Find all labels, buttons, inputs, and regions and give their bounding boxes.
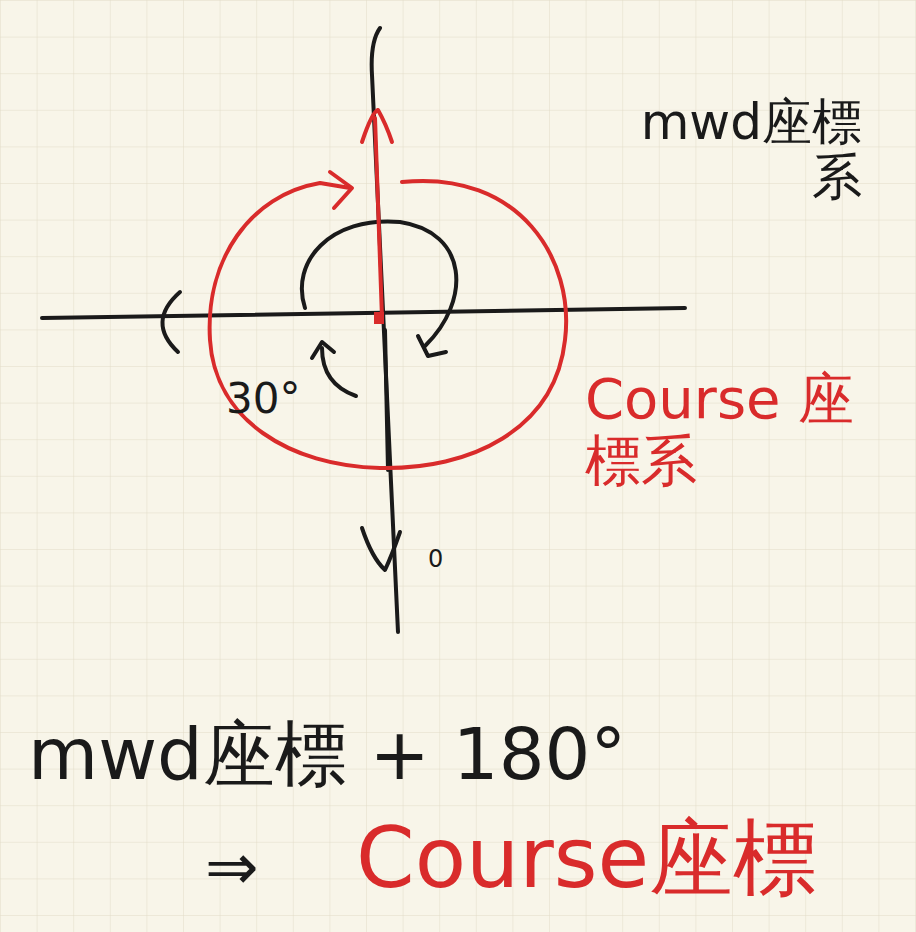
note-label: 0 xyxy=(428,546,443,572)
note-label: ⇒ xyxy=(205,832,259,902)
course-axes xyxy=(210,110,567,468)
mwd-axes xyxy=(42,28,685,632)
note-label: Course座標 xyxy=(356,812,817,904)
note-label: mwd座標 + 180° xyxy=(28,715,626,794)
note-label: 30° xyxy=(226,376,300,422)
note-label: mwd座標 系 xyxy=(600,95,862,205)
note-label: Course 座標系 xyxy=(585,368,885,491)
